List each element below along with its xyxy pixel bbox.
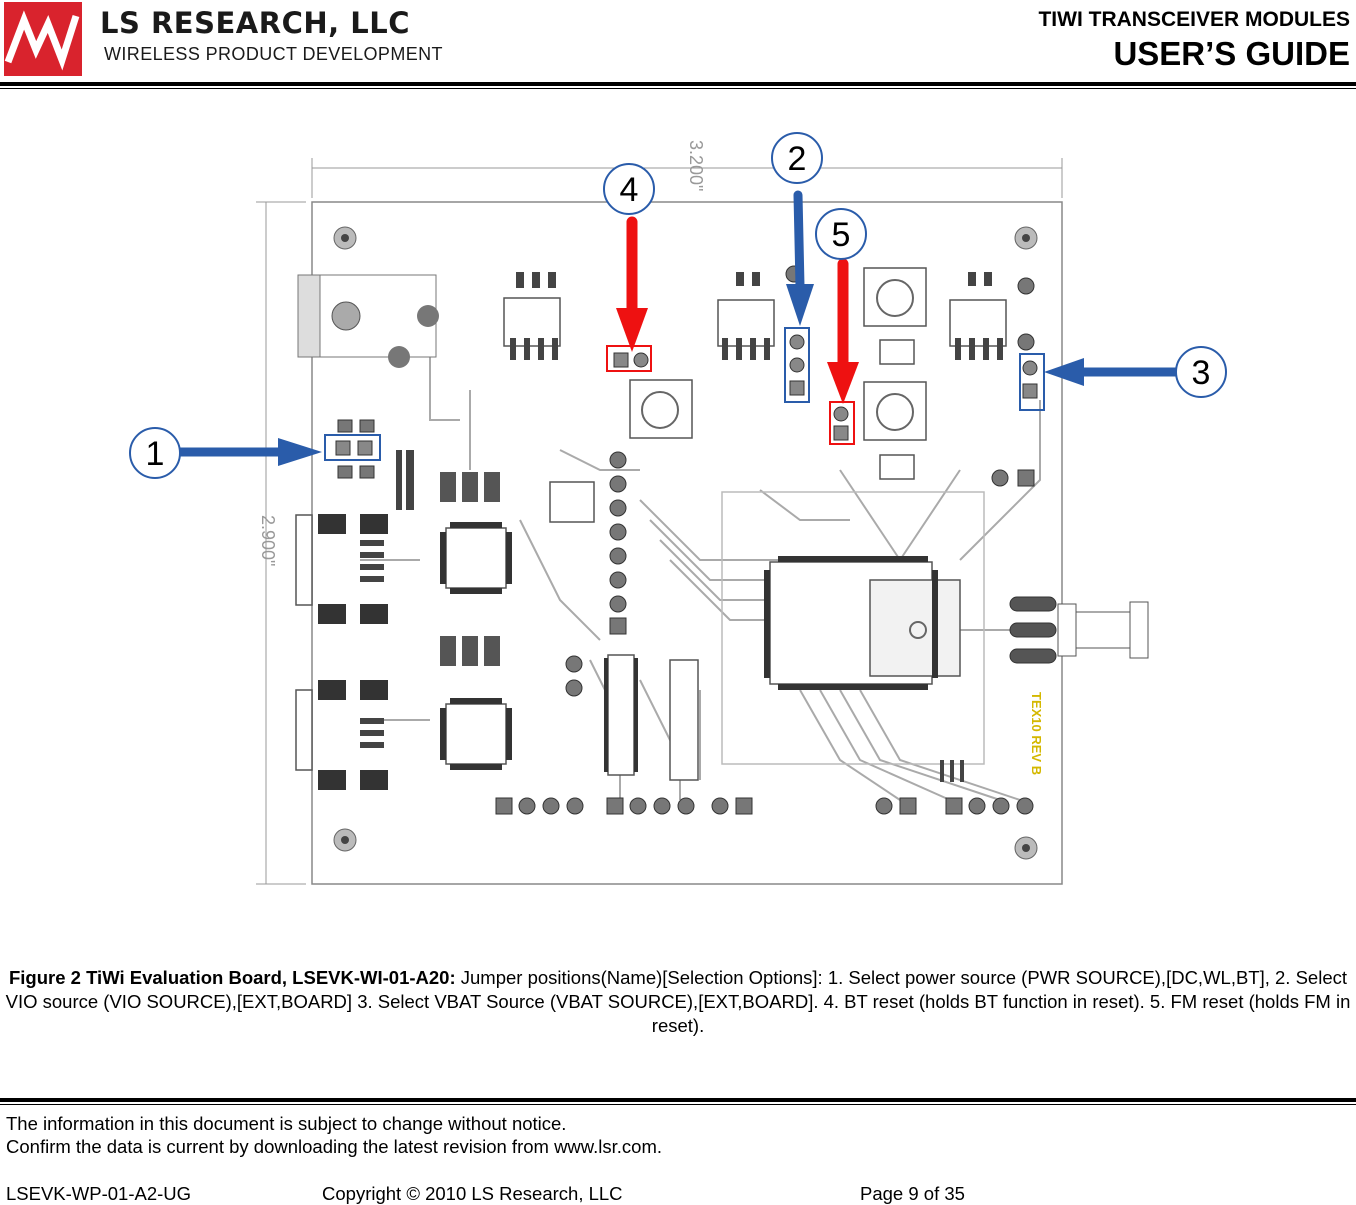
callout-4: 4 [603,163,655,215]
jumper-highlight-4 [606,345,652,372]
height-dimension-label: 2.900" [258,515,278,566]
figure-caption-title: Figure 2 TiWi Evaluation Board, LSEVK-WI… [8,967,456,988]
dimension-lines [256,158,1063,885]
document-title: USER’S GUIDE [1113,35,1350,72]
callout-number-1: 1 [146,435,165,473]
callout-arrow-3 [1044,358,1181,386]
callout-arrow-1 [175,438,322,466]
callout-number-3: 3 [1192,354,1211,392]
footer-document-id: LSEVK-WP-01-A2-UG [6,1183,192,1204]
company-tagline: WIRELESS PRODUCT DEVELOPMENT [104,44,443,64]
callout-5: 5 [815,208,867,260]
footer-notice-line-1: The information in this document is subj… [6,1113,567,1134]
footer-rule-thin [0,1104,1356,1105]
figure-caption-text: Jumper positions(Name)[Selection Options… [5,967,1351,1036]
callout-number-4: 4 [620,171,639,209]
header-rule-thick [0,82,1356,86]
width-dimension-label: 3.200" [686,140,706,191]
product-title: TIWI TRANSCEIVER MODULES [1038,8,1350,31]
callout-number-2: 2 [788,140,807,178]
callout-2: 2 [771,132,823,184]
footer-notice-line-2: Confirm the data is current by downloadi… [6,1136,663,1157]
callout-1: 1 [129,427,181,479]
footer-notice: The information in this document is subj… [6,1112,662,1158]
board-revision-label: TEX10 REV B [1029,692,1044,775]
footer-rule-thick [0,1098,1356,1102]
callout-arrow-4 [616,216,648,352]
evaluation-board-figure: 3.200" 2.900" [129,132,1227,885]
footer-page-number: Page 9 of 35 [860,1183,965,1204]
jumper-highlight-5 [829,401,855,445]
pcb-traces [360,320,1041,801]
pcb-components [295,267,1007,781]
callout-arrow-2 [786,190,814,326]
callout-3: 3 [1175,346,1227,398]
footer-copyright: Copyright © 2010 LS Research, LLC [322,1183,623,1204]
company-logo [4,2,82,76]
jumper-highlight-2 [784,327,810,403]
company-name: LS RESEARCH, LLC [100,6,410,40]
callout-arrow-5 [827,258,859,404]
jumper-highlight-1 [324,434,381,461]
jumper-highlight-3 [1019,353,1045,411]
callout-number-5: 5 [832,216,851,254]
header-rule-thin [0,88,1356,89]
ls-research-logo-icon [4,2,82,76]
figure-caption: Figure 2 TiWi Evaluation Board, LSEVK-WI… [0,966,1356,1038]
